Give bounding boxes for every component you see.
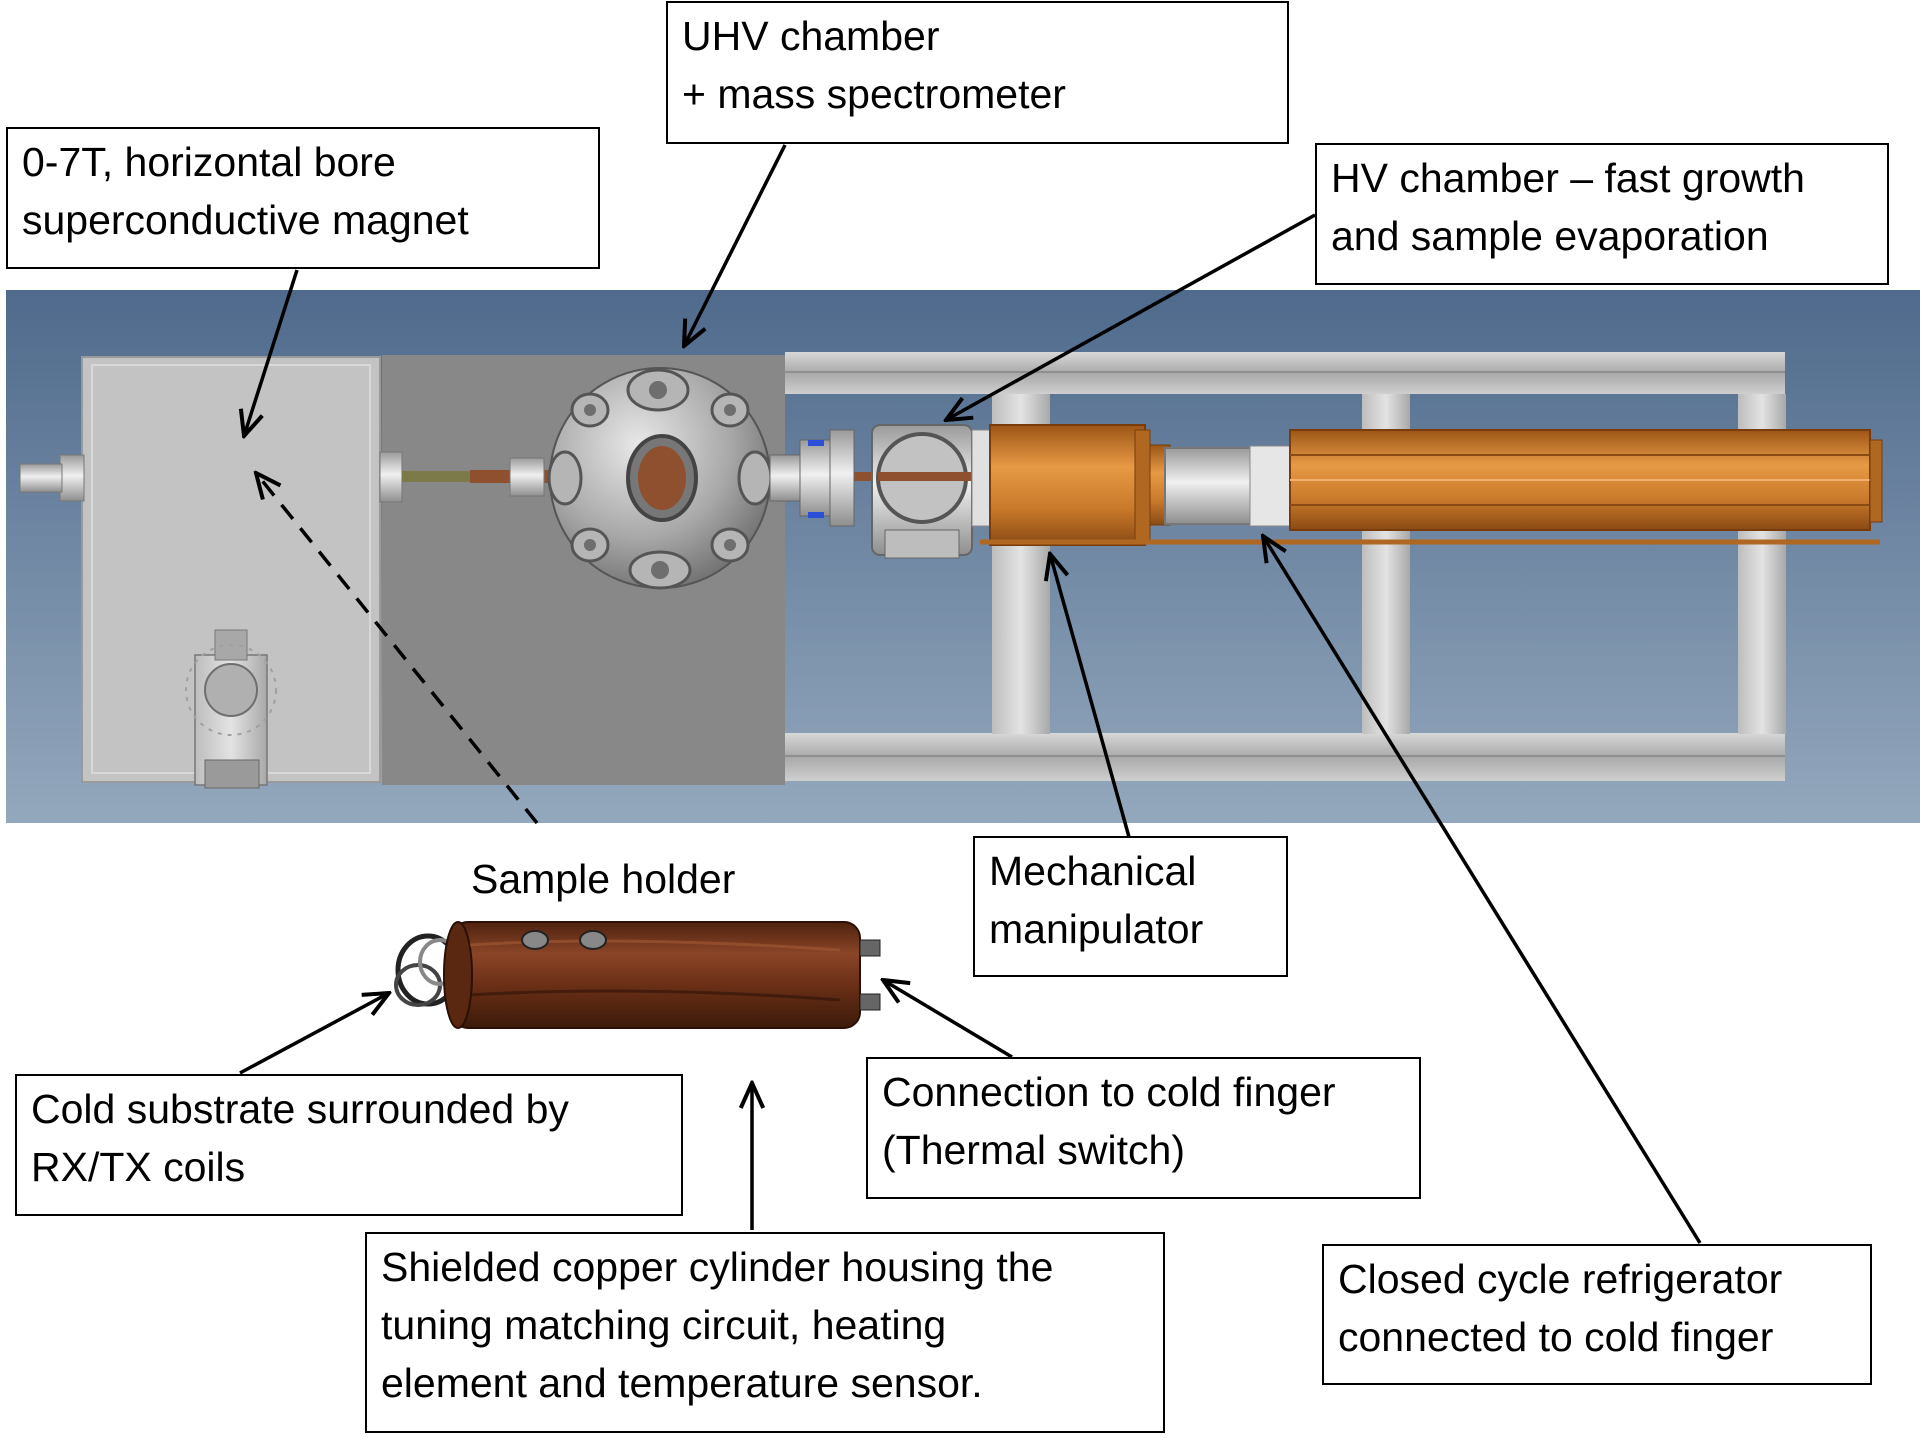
manipulator-assembly <box>971 424 1883 546</box>
arrow-uhv <box>684 144 787 346</box>
label-uhv-line1: UHV chamber <box>682 13 940 59</box>
label-cold-substrate-line1: Cold substrate surrounded by <box>31 1086 569 1132</box>
gate-valve <box>769 429 855 527</box>
label-refrigerator-line1: Closed cycle refrigerator <box>1338 1256 1783 1302</box>
label-uhv-chamber: UHV chamber + mass spectrometer <box>666 1 1289 144</box>
label-hv-line1: HV chamber – fast growth <box>1331 155 1805 201</box>
magnet-end-caps <box>19 451 403 503</box>
arrow-cold-substrate <box>239 993 389 1075</box>
arrow-connection <box>883 980 1013 1059</box>
label-magnet: 0-7T, horizontal bore superconductive ma… <box>6 127 600 269</box>
label-connection-line1: Connection to cold finger <box>882 1069 1336 1115</box>
callout-arrows <box>239 144 1702 1244</box>
label-magnet-line1: 0-7T, horizontal bore <box>22 139 396 185</box>
label-cold-substrate-line2: RX/TX coils <box>31 1144 246 1190</box>
label-uhv-line2: + mass spectrometer <box>682 71 1066 117</box>
label-refrigerator-line2: connected to cold finger <box>1338 1314 1774 1360</box>
label-manipulator-line1: Mechanical <box>989 848 1197 894</box>
label-shielded-line2: tuning matching circuit, heating <box>381 1302 947 1348</box>
arrow-manipulator <box>1050 554 1131 838</box>
hv-chamber-cube <box>871 424 973 559</box>
label-connection-line2: (Thermal switch) <box>882 1127 1185 1173</box>
sample-holder-illustration <box>394 921 881 1029</box>
arrow-refrigerator <box>1263 536 1702 1244</box>
arrow-hv <box>946 213 1316 420</box>
label-shielded-line3: element and temperature sensor. <box>381 1360 983 1406</box>
label-refrigerator: Closed cycle refrigerator connected to c… <box>1322 1244 1872 1385</box>
label-manipulator: Mechanical manipulator <box>973 836 1288 977</box>
label-shielded-line1: Shielded copper cylinder housing the <box>381 1244 1054 1290</box>
label-sample-holder: Sample holder <box>471 856 736 902</box>
arrow-magnet <box>244 269 299 436</box>
uhv-chamber-sphere <box>547 367 773 590</box>
label-hv-chamber: HV chamber – fast growth and sample evap… <box>1315 143 1889 285</box>
label-manipulator-line2: manipulator <box>989 906 1204 952</box>
arrow-sample-insertion <box>256 473 539 825</box>
magnet-body <box>81 356 381 789</box>
label-connection: Connection to cold finger (Thermal switc… <box>866 1057 1421 1199</box>
label-cold-substrate: Cold substrate surrounded by RX/TX coils <box>15 1074 683 1216</box>
label-hv-line2: and sample evaporation <box>1331 213 1769 259</box>
label-shielded-cylinder: Shielded copper cylinder housing the tun… <box>365 1232 1165 1433</box>
label-magnet-line2: superconductive magnet <box>22 197 469 243</box>
